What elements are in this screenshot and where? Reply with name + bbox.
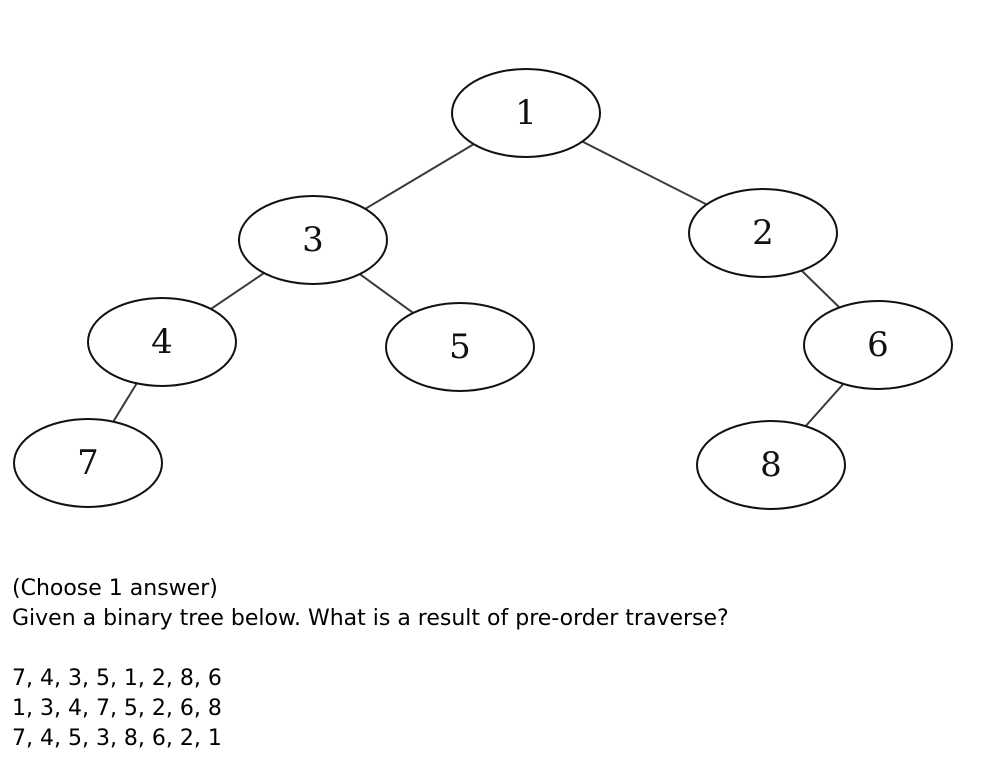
- question-instruction: (Choose 1 answer): [12, 576, 218, 601]
- tree-edges: [87, 112, 879, 466]
- question-block: (Choose 1 answer) Given a binary tree be…: [12, 574, 972, 754]
- binary-tree-diagram: 1 3 2 4 5 6 7 8: [13, 68, 953, 510]
- question-prompt: Given a binary tree below. What is a res…: [12, 606, 729, 631]
- blank-line: [12, 634, 972, 664]
- node-label: 2: [752, 213, 774, 253]
- node-ellipse: [385, 302, 535, 392]
- node-ellipse: [13, 418, 163, 508]
- tree-node-7: 7: [13, 418, 163, 508]
- node-label: 6: [867, 325, 889, 365]
- node-ellipse: [696, 420, 846, 510]
- node-ellipse: [451, 68, 601, 158]
- node-ellipse: [238, 195, 388, 285]
- tree-node-1: 1: [451, 68, 601, 158]
- tree-node-6: 6: [803, 300, 953, 390]
- node-label: 3: [302, 220, 324, 260]
- tree-node-4: 4: [87, 297, 237, 387]
- node-label: 8: [760, 445, 782, 485]
- answer-option-3[interactable]: 7, 4, 5, 3, 8, 6, 2, 1: [12, 726, 222, 751]
- tree-nodes: 1 3 2 4 5 6 7 8: [13, 68, 953, 510]
- node-label: 5: [449, 327, 471, 367]
- tree-node-5: 5: [385, 302, 535, 392]
- node-label: 1: [515, 93, 537, 133]
- tree-node-2: 2: [688, 188, 838, 278]
- tree-node-3: 3: [238, 195, 388, 285]
- answer-option-2[interactable]: 1, 3, 4, 7, 5, 2, 6, 8: [12, 696, 222, 721]
- node-ellipse: [688, 188, 838, 278]
- node-ellipse: [803, 300, 953, 390]
- tree-node-8: 8: [696, 420, 846, 510]
- node-label: 7: [77, 443, 99, 483]
- answer-option-1[interactable]: 7, 4, 3, 5, 1, 2, 8, 6: [12, 666, 222, 691]
- node-ellipse: [87, 297, 237, 387]
- node-label: 4: [151, 322, 173, 362]
